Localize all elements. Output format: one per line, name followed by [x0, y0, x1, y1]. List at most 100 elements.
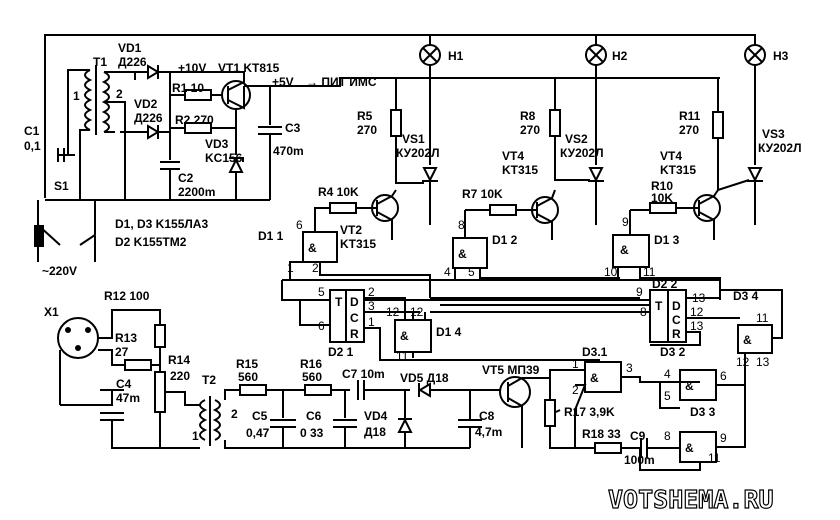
r18-label: R18 33 — [582, 427, 621, 441]
r11-label: R11 — [679, 109, 701, 123]
vd1-label: VD1 — [118, 41, 142, 55]
power-labels: VD1 Д226 +10V VT1 KT815 R1 10 +5V → ПИТ … — [24, 41, 377, 278]
h3-label: H3 — [773, 49, 789, 63]
d32-label: D3 2 — [660, 345, 686, 359]
vd1-type: Д226 — [118, 55, 147, 69]
pin: 5 — [318, 285, 325, 299]
r14-label: R14 — [168, 353, 190, 367]
ff1-d: D — [350, 295, 359, 309]
pin: 1 — [572, 357, 579, 371]
and-symbol-d31: & — [590, 371, 599, 385]
vs2-type: КУ202Л — [560, 146, 604, 160]
r10-value: 10K — [651, 191, 673, 205]
plus5-label: +5V — [272, 75, 294, 89]
vs3-label: VS3 — [762, 127, 785, 141]
pin: 12 — [386, 305, 400, 319]
h1-label: H1 — [448, 49, 464, 63]
and-symbol-d11: & — [308, 241, 317, 255]
ff1-c: C — [350, 311, 359, 325]
c5-value: 0,47 — [246, 426, 270, 440]
watermark-logo: VOTSHEMA.RU — [608, 485, 774, 514]
gate-d3-2 — [679, 431, 717, 463]
d22-label: D2 2 — [652, 277, 678, 291]
h2-label: H2 — [612, 49, 628, 63]
c8-label: C8 — [479, 409, 495, 423]
lamp-h1-icon — [419, 44, 441, 66]
and-symbol-d13: & — [620, 243, 629, 257]
c5-label: C5 — [252, 409, 268, 423]
c7-label: C7 10m — [342, 367, 385, 381]
lamp-h3-icon — [744, 44, 766, 66]
d33-label: D3 3 — [690, 405, 716, 419]
pin: 4 — [444, 265, 451, 279]
gate-d1-4 — [394, 319, 432, 353]
s1-label: S1 — [54, 179, 69, 193]
pin: 5 — [664, 389, 671, 403]
vd2-label: VD2 — [134, 97, 158, 111]
r16-value: 560 — [302, 370, 322, 384]
pin: 9 — [622, 215, 629, 229]
c3-value: 470m — [273, 144, 304, 158]
t2-winding2: 2 — [231, 407, 238, 421]
c4-value: 47m — [116, 391, 140, 405]
power-section — [34, 34, 756, 262]
d14-label: D1 4 — [436, 325, 462, 339]
vd3-type: KC156 — [205, 151, 243, 165]
plus10-label: +10V — [178, 61, 206, 75]
input-labels: X1 R12 100 R13 27 R14 220 C4 47m T2 1 2 … — [44, 289, 655, 467]
c9-value: 100m — [624, 453, 655, 467]
lamp-channels — [314, 44, 766, 240]
lamp-h2-icon — [585, 44, 607, 66]
t1-label: T1 — [93, 55, 107, 69]
t1-winding2: 2 — [116, 87, 123, 101]
pin: 12 — [736, 355, 750, 369]
vs1-type: КУ202Л — [396, 146, 440, 160]
ff1-t: T — [335, 295, 343, 309]
potentiometer-r14 — [154, 371, 166, 413]
pin: 13 — [692, 291, 706, 305]
c6-value: 0 33 — [300, 426, 324, 440]
pin: 11 — [708, 451, 721, 465]
r5-value: 270 — [357, 123, 377, 137]
logic-labels: D1 1 D1 2 D1 3 D1 4 D2 1 D2 2 D3.1 D3 2 … — [258, 215, 770, 465]
r11-value: 270 — [679, 123, 699, 137]
r13-value: 27 — [115, 345, 129, 359]
pin: 10 — [604, 265, 618, 279]
and-symbol-d34: & — [743, 333, 752, 347]
d34-label: D3 4 — [733, 289, 759, 303]
pin: 13 — [690, 319, 704, 333]
pin: 1 — [287, 261, 294, 275]
t2-winding1: 1 — [192, 429, 199, 443]
pin: 8 — [664, 429, 671, 443]
pin: 2 — [572, 383, 579, 397]
r16-label: R16 — [300, 357, 322, 371]
gate-d3-1 — [584, 361, 622, 393]
pin: 3 — [368, 299, 375, 313]
vt4b-type: KT315 — [660, 163, 696, 177]
r8-label: R8 — [520, 109, 536, 123]
vd5-label: VD5 Д18 — [400, 371, 449, 385]
c6-label: C6 — [306, 409, 322, 423]
vs3-type: КУ202Л — [758, 141, 802, 155]
vt1-label: VT1 KT815 — [218, 61, 280, 75]
ff2-d: D — [672, 299, 681, 313]
r2-label: R2 270 — [175, 113, 214, 127]
r14-value: 220 — [170, 369, 190, 383]
input-section — [57, 309, 746, 471]
and-symbol-d33: & — [685, 379, 694, 393]
x1-label: X1 — [44, 305, 59, 319]
pin: 12 — [410, 305, 424, 319]
ff2-r: R — [672, 327, 681, 341]
r4-label: R4 10K — [318, 185, 359, 199]
r8-value: 270 — [520, 123, 540, 137]
pin: 2 — [312, 261, 319, 275]
r1-label: R1 10 — [172, 81, 204, 95]
mains-label: ~220V — [42, 264, 77, 278]
vt5-label: VT5 MП39 — [482, 363, 540, 377]
t1-winding1: 1 — [73, 89, 80, 103]
d13-label: D1 3 — [654, 233, 680, 247]
pin: 2 — [368, 285, 375, 299]
switch-s1-icon — [34, 225, 44, 247]
note-line2: D2 K155TM2 — [115, 235, 187, 249]
